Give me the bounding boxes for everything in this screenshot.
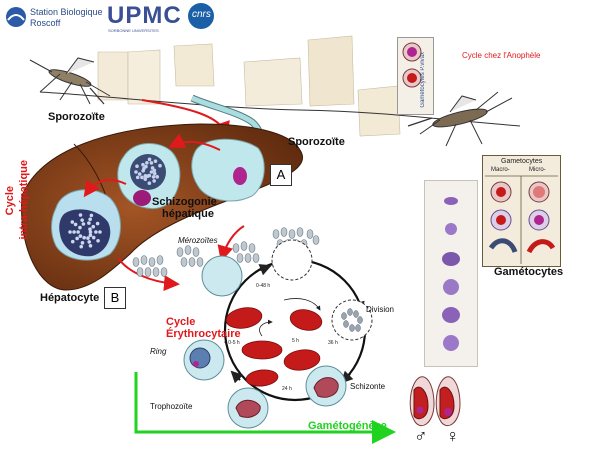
timing-t2: < 0-5 h bbox=[224, 340, 240, 346]
mosquito-right-icon bbox=[407, 91, 513, 147]
label-cycle-ery-1: Cycle bbox=[166, 316, 196, 328]
sbr-emblem-icon bbox=[6, 7, 26, 27]
timing-t4: 24 h bbox=[282, 386, 292, 392]
cnrs-text: cnrs bbox=[192, 9, 211, 20]
cnrs-logo: cnrs bbox=[186, 2, 216, 29]
panel-cells-icon bbox=[485, 175, 558, 264]
rbc-inner-group bbox=[225, 307, 323, 387]
panel-col-micro: Micro- bbox=[529, 167, 546, 173]
label-sporozoite-right: Sporozoïte bbox=[288, 136, 345, 148]
female-symbol: ♀ bbox=[446, 426, 460, 446]
merozoite-cluster-1 bbox=[132, 255, 168, 277]
label-intra-hepatique: intra-hépatique bbox=[18, 160, 30, 240]
merozoite-arrow bbox=[217, 225, 245, 262]
anopheles-cycle-title: Cycle chez l'Anophèle bbox=[462, 51, 541, 60]
upmc-sub-text: SORBONNE UNIVERSITES bbox=[108, 28, 159, 33]
rbc-schizont bbox=[305, 365, 347, 407]
timing-t5: 5 h bbox=[292, 338, 299, 344]
smear-cells-icon bbox=[442, 197, 460, 351]
gametocyte-male bbox=[409, 376, 435, 426]
cnrs-emblem-icon bbox=[188, 3, 214, 29]
panel-col-macro: Macro- bbox=[491, 167, 510, 173]
box-b: B bbox=[104, 287, 126, 309]
hepatocyte-schizont bbox=[117, 143, 181, 209]
skin-tissue-strips bbox=[97, 35, 401, 137]
label-division: Division bbox=[366, 305, 395, 314]
panel-title: Gametocytes bbox=[501, 158, 543, 165]
blood-smear-column bbox=[424, 180, 478, 367]
label-sporozoite-left: Sporozoïte bbox=[48, 111, 105, 123]
label-hepatique: hépatique bbox=[162, 208, 214, 220]
rbc-merozoite-entry bbox=[201, 255, 243, 297]
label-merozoites: Mérozoïtes bbox=[178, 236, 218, 245]
liver-arrow-2 bbox=[83, 178, 127, 198]
label-gametocytes: Gamétocytes bbox=[494, 266, 564, 278]
liver-arrow-1 bbox=[168, 133, 221, 151]
gametocytes-panel: Gametocytes Macro- Micro- bbox=[482, 155, 561, 267]
upmc-text: UPMC bbox=[107, 2, 182, 29]
rbc-rupture bbox=[271, 239, 313, 281]
label-trophozoite: Trophozoïte bbox=[150, 402, 193, 411]
station-biologique-logo: Station Biologique Roscoff bbox=[4, 4, 103, 30]
label-ring: Ring bbox=[150, 347, 167, 356]
label-schizonte: Schizonte bbox=[350, 382, 386, 391]
gametogenesis-arrow bbox=[134, 372, 396, 444]
label-cycle-ery-2: Érythrocytaire bbox=[166, 328, 241, 340]
hepatocyte-mature-schizont bbox=[51, 189, 121, 261]
rbc-ring-stage bbox=[183, 339, 225, 381]
timing-t1: 0-48 h bbox=[256, 283, 271, 289]
label-cycle-intra: Cycle bbox=[4, 186, 16, 216]
label-hepatocyte: Hépatocyte bbox=[40, 292, 100, 304]
sbr-top-text: Station Biologique bbox=[30, 7, 103, 17]
merozoite-cluster-2 bbox=[176, 245, 204, 267]
gametocyte-female bbox=[435, 376, 461, 426]
merozoite-cluster-3 bbox=[232, 241, 260, 263]
strip-text: Gamétocytes P.vivax bbox=[420, 52, 426, 108]
gametocyte-strip: Gamétocytes P.vivax bbox=[397, 37, 434, 115]
rbc-trophozoite bbox=[227, 387, 269, 429]
box-a: A bbox=[270, 164, 292, 186]
label-schizogonie: Schizogonie bbox=[152, 196, 217, 208]
sbr-bottom-text: Roscoff bbox=[30, 18, 61, 28]
timing-t3: 36 h bbox=[328, 340, 338, 346]
mosquito-left-icon bbox=[29, 57, 111, 105]
label-gametogenese: Gamétogénèse bbox=[308, 420, 387, 432]
strip-cells-icon bbox=[402, 42, 422, 88]
male-symbol: ♂ bbox=[414, 426, 428, 446]
rbc-division bbox=[331, 299, 373, 341]
hepatocyte-with-sporozoite bbox=[191, 138, 265, 202]
